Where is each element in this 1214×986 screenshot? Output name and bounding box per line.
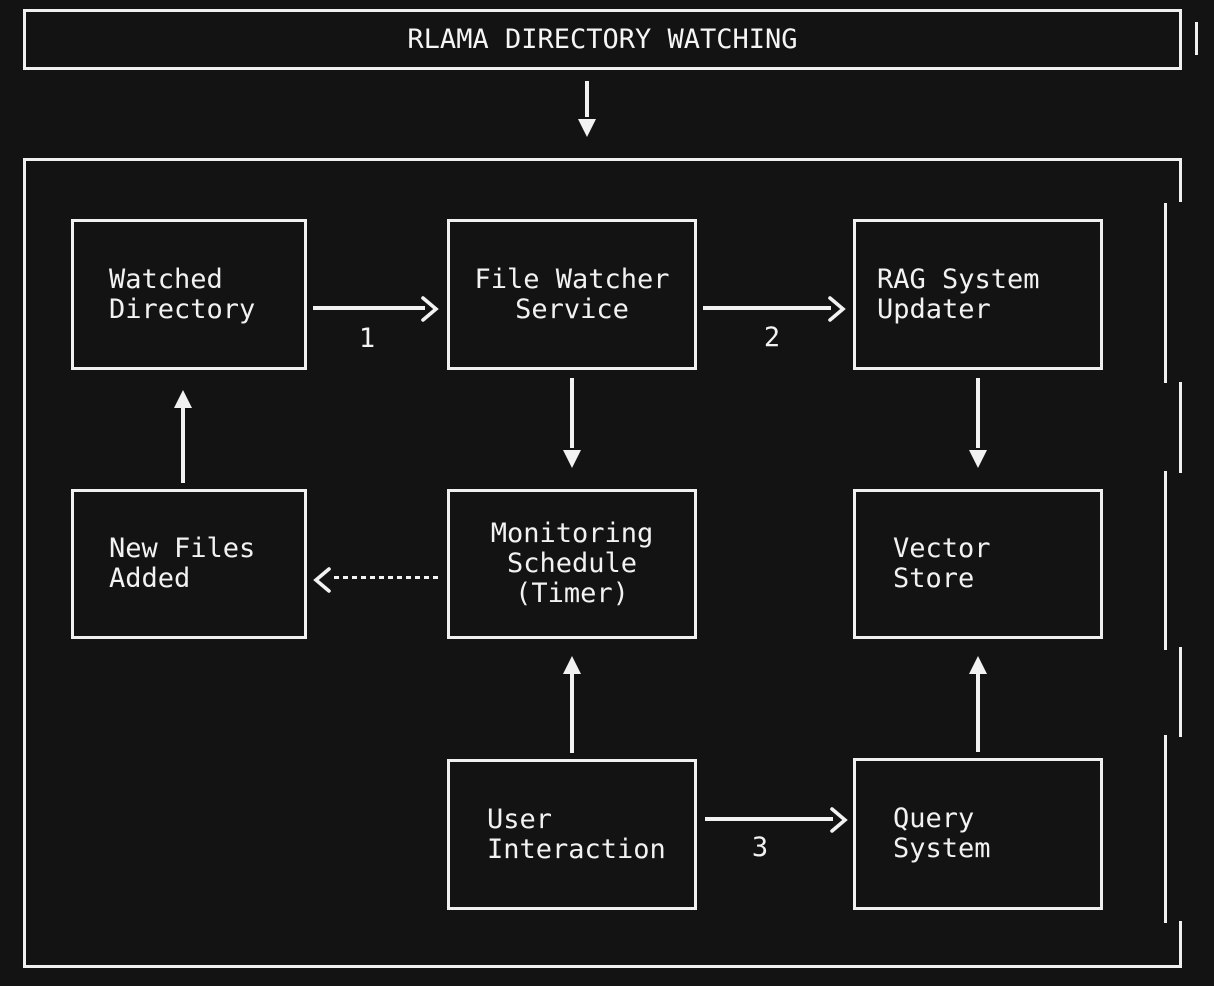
arrow-line [313,306,425,310]
arrowhead-right-icon [828,296,846,322]
node-label: Vector Store [893,533,991,594]
frame-right-segment [1179,158,1182,202]
arrow-line [570,378,574,448]
node-label: User Interaction [487,803,666,865]
arrowhead-down-icon [969,450,987,468]
arrowhead-up-icon [563,656,581,674]
node-label: Monitoring Schedule (Timer) [490,518,654,609]
arrow-line [976,378,980,448]
node-vector-store: Vector Store [853,489,1103,639]
arrow-line [585,81,589,117]
arrowhead-up-icon [969,656,987,674]
arrow-line [570,674,574,753]
diagram-title: RLAMA DIRECTORY WATCHING [407,24,798,55]
frame-left [23,158,26,968]
arrowhead-left-icon [313,567,331,593]
edge-label-3: 3 [751,832,769,863]
arrowhead-down-icon [563,450,581,468]
frame-right-offset-segment [1164,203,1167,383]
arrow-line [703,306,831,310]
arrow-line [976,674,980,752]
arrow-line [705,817,833,821]
frame-bottom [23,965,1182,968]
arrowhead-right-icon [830,807,848,833]
node-query-system: Query System [853,758,1103,910]
arrowhead-down-icon [578,119,596,137]
node-watched-directory: Watched Directory [71,219,307,370]
diagram-title-box: RLAMA DIRECTORY WATCHING [23,9,1182,70]
node-rag-system-updater: RAG System Updater [853,219,1103,370]
node-label: RAG System Updater [877,263,1040,325]
frame-right-segment [1179,921,1182,968]
title-side-tick [1195,22,1198,55]
arrow-line [181,408,185,483]
node-label: Watched Directory [109,263,256,325]
node-label: File Watcher Service [474,263,670,325]
node-monitoring-schedule: Monitoring Schedule (Timer) [447,489,697,639]
node-user-interaction: User Interaction [447,759,697,910]
node-label: New Files Added [109,533,256,594]
arrowhead-up-icon [174,390,192,408]
arrowhead-right-icon [421,296,439,322]
frame-right-offset-segment [1164,735,1167,923]
node-new-files-added: New Files Added [71,489,307,639]
edge-label-2: 2 [763,322,781,353]
frame-right-segment [1179,382,1182,473]
arrow-dashed-line [334,576,442,579]
frame-right-offset-segment [1164,471,1167,650]
node-label: Query System [893,803,991,864]
node-file-watcher-service: File Watcher Service [447,219,697,370]
frame-right-segment [1179,647,1182,737]
edge-label-1: 1 [358,323,376,354]
frame-top [23,158,1182,161]
